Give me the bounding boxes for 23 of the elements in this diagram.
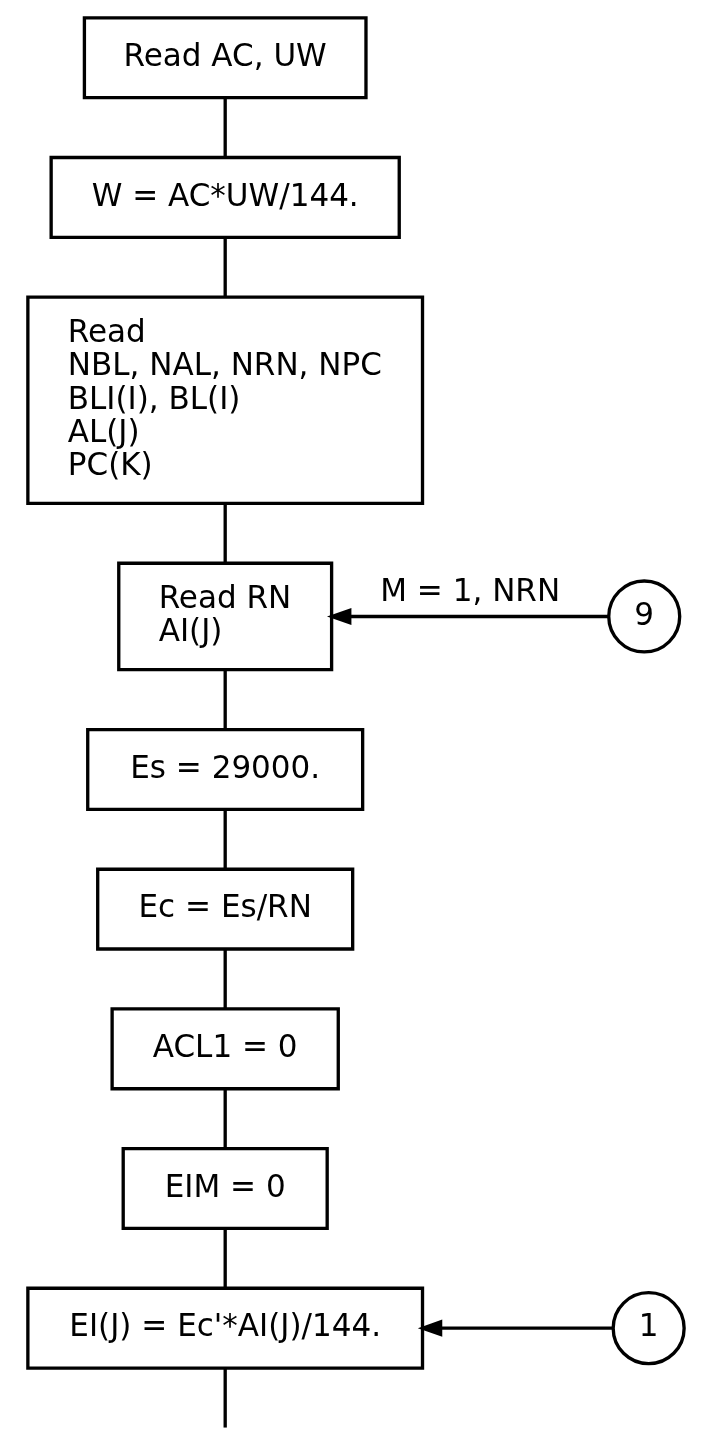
connector [223,1368,227,1428]
edge-label: M = 1, NRN [379,572,560,609]
node-box: EIM = 0 [121,1146,329,1231]
node-box: Read AC, UW [82,16,368,100]
node-box: Read NBL, NAL, NRN, NPC BLI(I), BL(I) AL(J) PC(K) [25,295,424,506]
node-box: W = AC*UW/144. [49,155,401,239]
node-box: ACL1 = 0 [109,1007,340,1091]
node-box: Es = 29000. [85,727,364,812]
arrow [326,607,608,626]
connector [223,98,227,158]
arrow [417,1319,612,1337]
node-circle: 9 [606,579,681,654]
node-box: Read RN AI(J) [116,561,333,672]
connector [223,1229,227,1288]
connector [223,669,227,730]
node-box: Ec = Es/RN [95,867,354,951]
connector [223,1089,227,1149]
connector [223,503,227,563]
node-box: EI(J) = Ec'*AI(J)/144. [25,1286,424,1370]
connector [223,810,227,869]
node-circle: 1 [611,1291,686,1366]
connector [223,237,227,297]
connector [223,949,227,1009]
